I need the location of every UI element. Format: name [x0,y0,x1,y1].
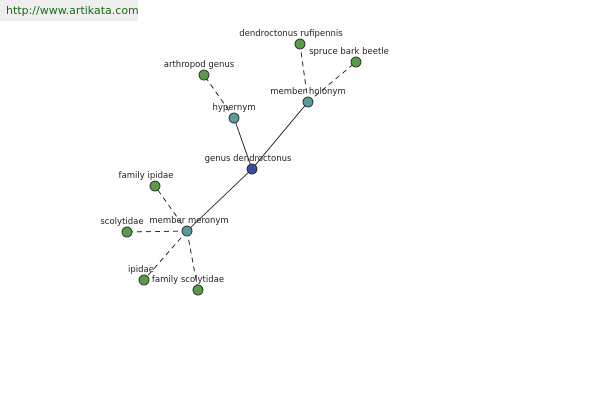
node-label-rufipennis[interactable]: dendroctonus rufipennis [239,29,343,39]
edge-genus-meronym [186,168,253,232]
node-genus[interactable] [246,163,258,175]
node-rufipennis[interactable] [294,38,306,50]
node-label-scolytidae-fam[interactable]: family scolytidae [152,275,224,285]
edges-layer [126,43,357,291]
node-label-ipidae[interactable]: ipidae [128,265,154,275]
edge-meronym-ipidae_fam [154,185,188,232]
node-ipidae[interactable] [138,274,150,286]
node-holonym[interactable] [302,96,314,108]
node-label-arthropod[interactable]: arthropod genus [164,60,235,70]
node-label-genus[interactable]: genus dendroctonus [205,154,292,164]
nodes-layer [121,38,362,296]
node-ipidae-fam[interactable] [149,180,161,192]
edge-holonym-rufipennis [299,43,309,103]
node-spruce[interactable] [350,56,362,68]
edge-meronym-ipidae [143,230,188,281]
node-label-ipidae-fam[interactable]: family ipidae [119,171,174,181]
edge-meronym-scolytidae [126,230,188,233]
node-arthropod[interactable] [198,69,210,81]
node-scolytidae[interactable] [121,226,133,238]
node-label-holonym[interactable]: member holonym [270,87,345,97]
node-label-hypernym[interactable]: hypernym [212,103,255,113]
site-url-watermark[interactable]: http://www.artikata.com [0,0,139,21]
node-label-scolytidae[interactable]: scolytidae [100,217,143,227]
edge-holonym-spruce [307,61,357,103]
edge-meronym-scolytidae_fam [186,230,199,291]
node-hypernym[interactable] [228,112,240,124]
node-scolytidae-fam[interactable] [192,284,204,296]
edge-genus-holonym [251,101,309,170]
node-meronym[interactable] [181,225,193,237]
node-label-spruce[interactable]: spruce bark beetle [309,47,389,57]
edge-genus-hypernym [233,117,253,170]
node-label-meronym[interactable]: member meronym [149,216,228,226]
labels-layer: genus dendroctonus hypernym member holonym… [100,29,389,285]
